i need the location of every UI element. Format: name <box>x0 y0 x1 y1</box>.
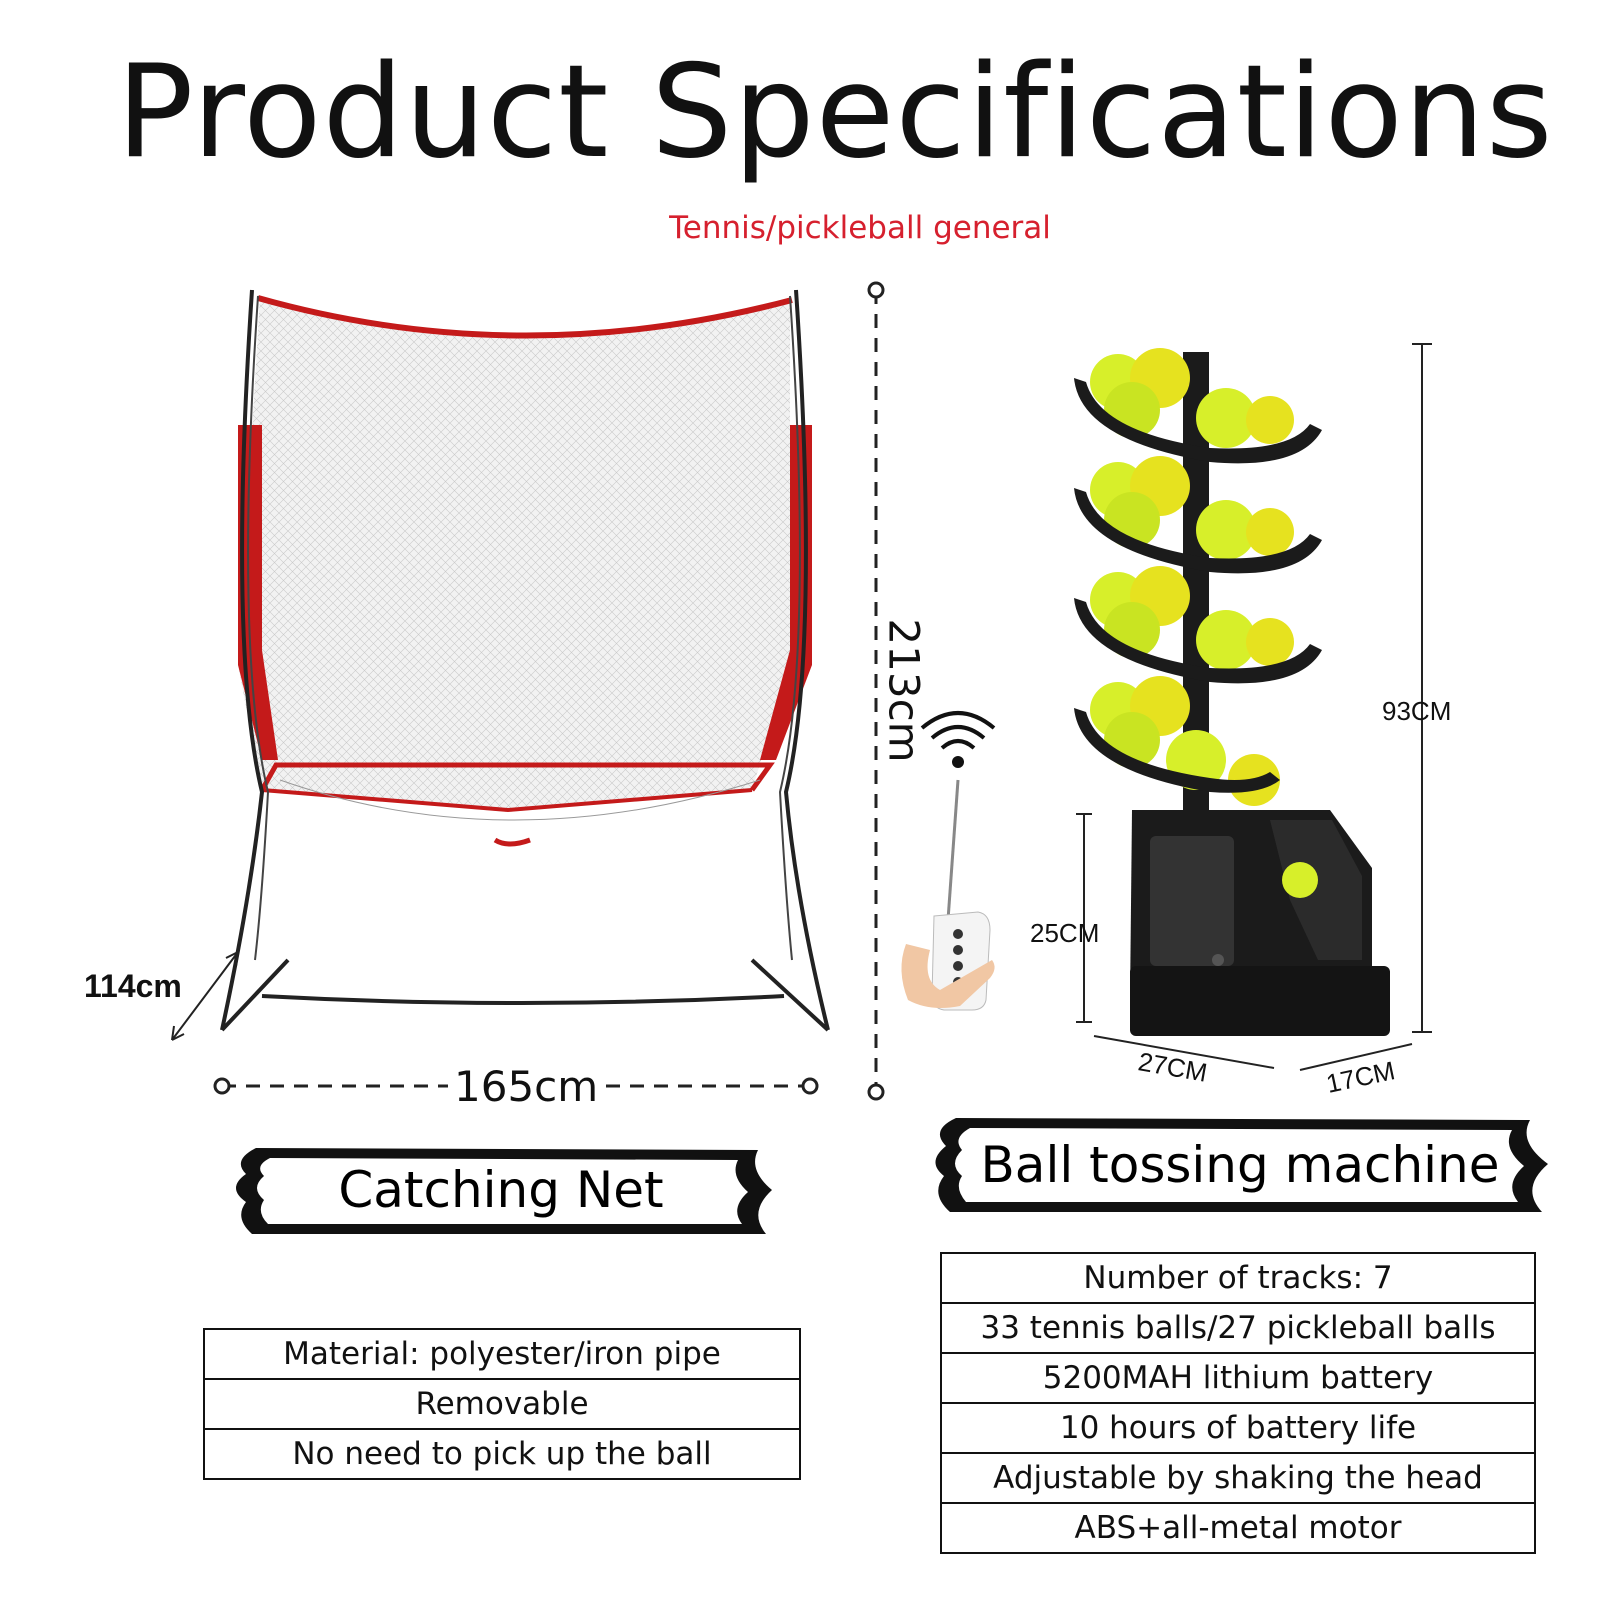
net-width-label: 165cm <box>448 1062 605 1111</box>
ball-tray <box>1074 566 1322 684</box>
spec-row: Removable <box>203 1378 801 1430</box>
catching-net-title: Catching Net <box>338 1161 664 1219</box>
net-depth-label: 114cm <box>84 968 182 1004</box>
machine-width-line <box>1299 1043 1413 1071</box>
spec-row: No need to pick up the ball <box>203 1428 801 1480</box>
net-frame-pole-left <box>220 289 265 1031</box>
spec-row: 10 hours of battery life <box>940 1402 1536 1454</box>
ball-machine-title: Ball tossing machine <box>980 1136 1500 1194</box>
ball-tray <box>1074 676 1280 806</box>
remote-control <box>901 779 995 1011</box>
spec-row: 5200MAH lithium battery <box>940 1352 1536 1404</box>
net-frame-pole-right <box>783 289 830 1031</box>
wifi-signal-icon <box>920 711 996 768</box>
spec-row: Material: polyester/iron pipe <box>203 1328 801 1380</box>
spec-row: ABS+all-metal motor <box>940 1502 1536 1554</box>
spec-row: 33 tennis balls/27 pickleball balls <box>940 1302 1536 1354</box>
ball-tray <box>1074 348 1322 464</box>
page-title: Product Specifications <box>116 38 1554 187</box>
machine-length-line <box>1093 1035 1275 1069</box>
ball-machine-spec-table: Number of tracks: 7 33 tennis balls/27 p… <box>940 1252 1536 1554</box>
ball-tray <box>1074 456 1322 574</box>
catching-net-banner: Catching Net <box>226 1140 776 1240</box>
page-subtitle: Tennis/pickleball general <box>669 210 1051 246</box>
net-top-edge <box>257 295 793 339</box>
net-base <box>261 994 785 1005</box>
ball-machine-banner: Ball tossing machine <box>926 1112 1554 1218</box>
spec-row: Adjustable by shaking the head <box>940 1452 1536 1504</box>
machine-height-label: 93CM <box>1382 696 1452 726</box>
machine-base-height-label: 25CM <box>1030 918 1100 948</box>
spec-row: Number of tracks: 7 <box>940 1252 1536 1304</box>
depth-arrow <box>171 951 239 1041</box>
catching-net-spec-table: Material: polyester/iron pipe Removable … <box>203 1328 801 1480</box>
